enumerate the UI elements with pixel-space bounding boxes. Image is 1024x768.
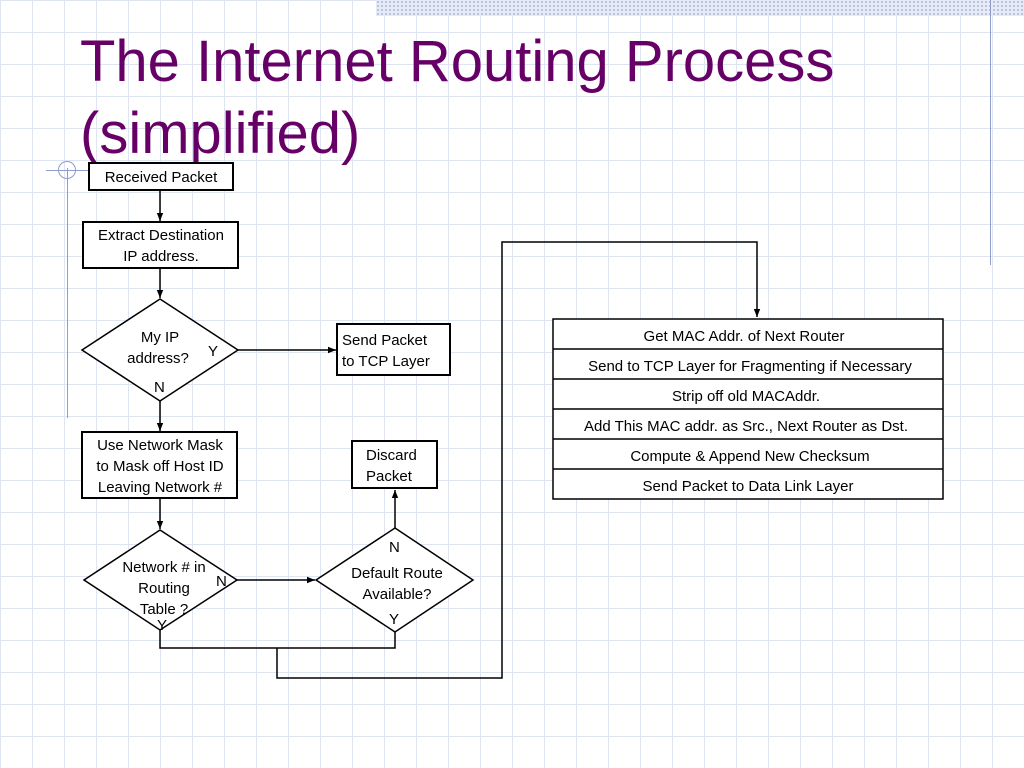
my-ip-line-2: address? <box>127 350 189 367</box>
router-step-3: Strip off old MACAddr. <box>672 388 820 405</box>
send-tcp-box: Send Packet to TCP Layer <box>336 323 451 376</box>
received-packet-box: Received Packet <box>88 162 234 191</box>
extract-destination-line-1: Extract Destination <box>98 227 224 244</box>
slide-title: The Internet Routing Process (simplified… <box>80 26 834 170</box>
received-packet-label: Received Packet <box>105 169 218 186</box>
right-accent-line <box>990 0 991 265</box>
default-route-line-2: Available? <box>363 586 432 603</box>
default-route-no-label: N <box>389 539 400 556</box>
title-line-2: (simplified) <box>80 101 361 166</box>
my-ip-line-1: My IP <box>141 329 179 346</box>
extract-destination-box: Extract Destination IP address. <box>82 221 239 269</box>
network-decision-line-1: Network # in <box>122 559 205 576</box>
extract-destination-line-2: IP address. <box>123 248 199 265</box>
connector-to-router-steps <box>276 241 761 679</box>
network-decision-line-2: Routing <box>138 580 190 597</box>
use-network-mask-box: Use Network Mask to Mask off Host ID Lea… <box>81 431 238 499</box>
my-ip-no-label: N <box>154 379 165 396</box>
router-step-1: Get MAC Addr. of Next Router <box>644 328 845 345</box>
router-steps-table: Get MAC Addr. of Next Router Send to TCP… <box>552 318 944 500</box>
use-mask-line-2: to Mask off Host ID <box>96 458 223 475</box>
network-decision-line-3: Table ? <box>140 601 188 618</box>
use-mask-line-1: Use Network Mask <box>97 437 223 454</box>
discard-packet-box: Discard Packet <box>351 440 438 489</box>
connector-yes-merge <box>159 630 396 649</box>
network-in-table-decision: Network # in Routing Table ? N Y <box>82 529 239 634</box>
my-ip-decision: My IP address? Y N <box>80 298 240 402</box>
send-tcp-line-2: to TCP Layer <box>342 353 430 370</box>
network-no-label: N <box>216 573 227 590</box>
title-line-1: The Internet Routing Process <box>80 29 835 94</box>
router-step-4: Add This MAC addr. as Src., Next Router … <box>584 418 908 435</box>
my-ip-yes-label: Y <box>208 343 218 360</box>
use-mask-line-3: Leaving Network # <box>98 479 223 496</box>
default-route-line-1: Default Route <box>351 565 443 582</box>
router-step-6: Send Packet to Data Link Layer <box>643 478 854 495</box>
discard-line-1: Discard <box>366 447 417 464</box>
discard-line-2: Packet <box>366 468 413 485</box>
left-accent-line <box>67 168 68 418</box>
default-route-decision: Default Route Available? N Y <box>314 527 475 633</box>
network-yes-label: Y <box>157 617 167 634</box>
crosshair-ornament <box>58 161 76 179</box>
router-step-2: Send to TCP Layer for Fragmenting if Nec… <box>588 358 912 375</box>
top-decorative-band <box>376 0 1024 16</box>
send-tcp-line-1: Send Packet <box>342 332 428 349</box>
default-route-yes-label: Y <box>389 611 399 628</box>
router-step-5: Compute & Append New Checksum <box>630 448 869 465</box>
left-accent-tick <box>46 170 106 171</box>
